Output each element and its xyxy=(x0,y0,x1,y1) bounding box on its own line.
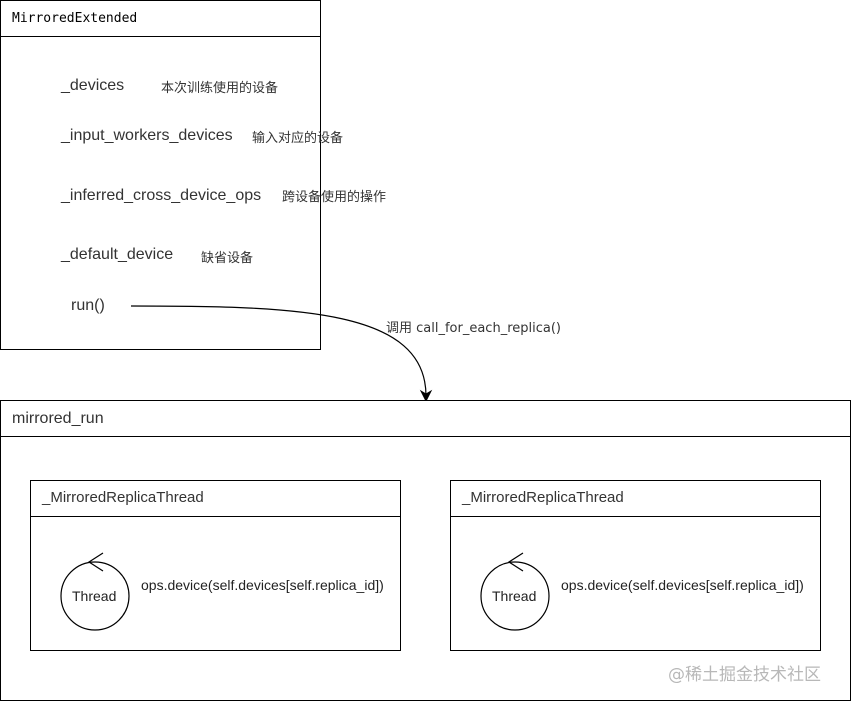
thread-circle-label-1: Thread xyxy=(72,588,117,604)
thread-op-2: ops.device(self.devices[self.replica_id]… xyxy=(561,577,804,593)
member-default-device-note: 缺省设备 xyxy=(201,251,254,266)
mirrored-extended-title: MirroredExtended xyxy=(12,11,138,26)
thread-circle-1 xyxy=(60,561,130,631)
thread-op-1: ops.device(self.devices[self.replica_id]… xyxy=(141,577,384,593)
replica-thread-title-1: _MirroredReplicaThread xyxy=(42,489,204,506)
call-arrow-path xyxy=(130,305,427,397)
member-devices-note: 本次训练使用的设备 xyxy=(161,81,279,96)
replica-thread-box-1: _MirroredReplicaThread xyxy=(30,480,401,651)
member-devices: _devices xyxy=(61,77,125,94)
replica-thread-header-2: _MirroredReplicaThread xyxy=(451,481,820,517)
mirrored-run-title: mirrored_run xyxy=(12,410,104,427)
member-input-workers-devices-note: 输入对应的设备 xyxy=(252,131,344,146)
call-arrow-head xyxy=(419,389,433,403)
replica-thread-box-2: _MirroredReplicaThread xyxy=(450,480,821,651)
member-inferred-cross-device-ops: _inferred_cross_device_ops xyxy=(61,187,262,204)
watermark: @稀土掘金技术社区 xyxy=(668,665,821,685)
thread-circle-2 xyxy=(480,561,550,631)
member-input-workers-devices: _input_workers_devices xyxy=(61,127,233,144)
mirrored-extended-header: MirroredExtended xyxy=(1,1,320,37)
thread-cycle-arrow-2 xyxy=(507,552,524,572)
member-inferred-cross-device-ops-note: 跨设备使用的操作 xyxy=(282,190,387,205)
call-arrow-label: 调用 call_for_each_replica() xyxy=(386,321,561,336)
mirrored-run-header: mirrored_run xyxy=(1,401,850,437)
thread-circle-label-2: Thread xyxy=(492,588,537,604)
replica-thread-title-2: _MirroredReplicaThread xyxy=(462,489,624,506)
method-run: run() xyxy=(71,297,105,314)
mirrored-extended-box: MirroredExtended xyxy=(0,0,321,350)
replica-thread-header-1: _MirroredReplicaThread xyxy=(31,481,400,517)
thread-cycle-arrow-1 xyxy=(87,552,104,572)
member-default-device: _default_device xyxy=(61,246,174,263)
